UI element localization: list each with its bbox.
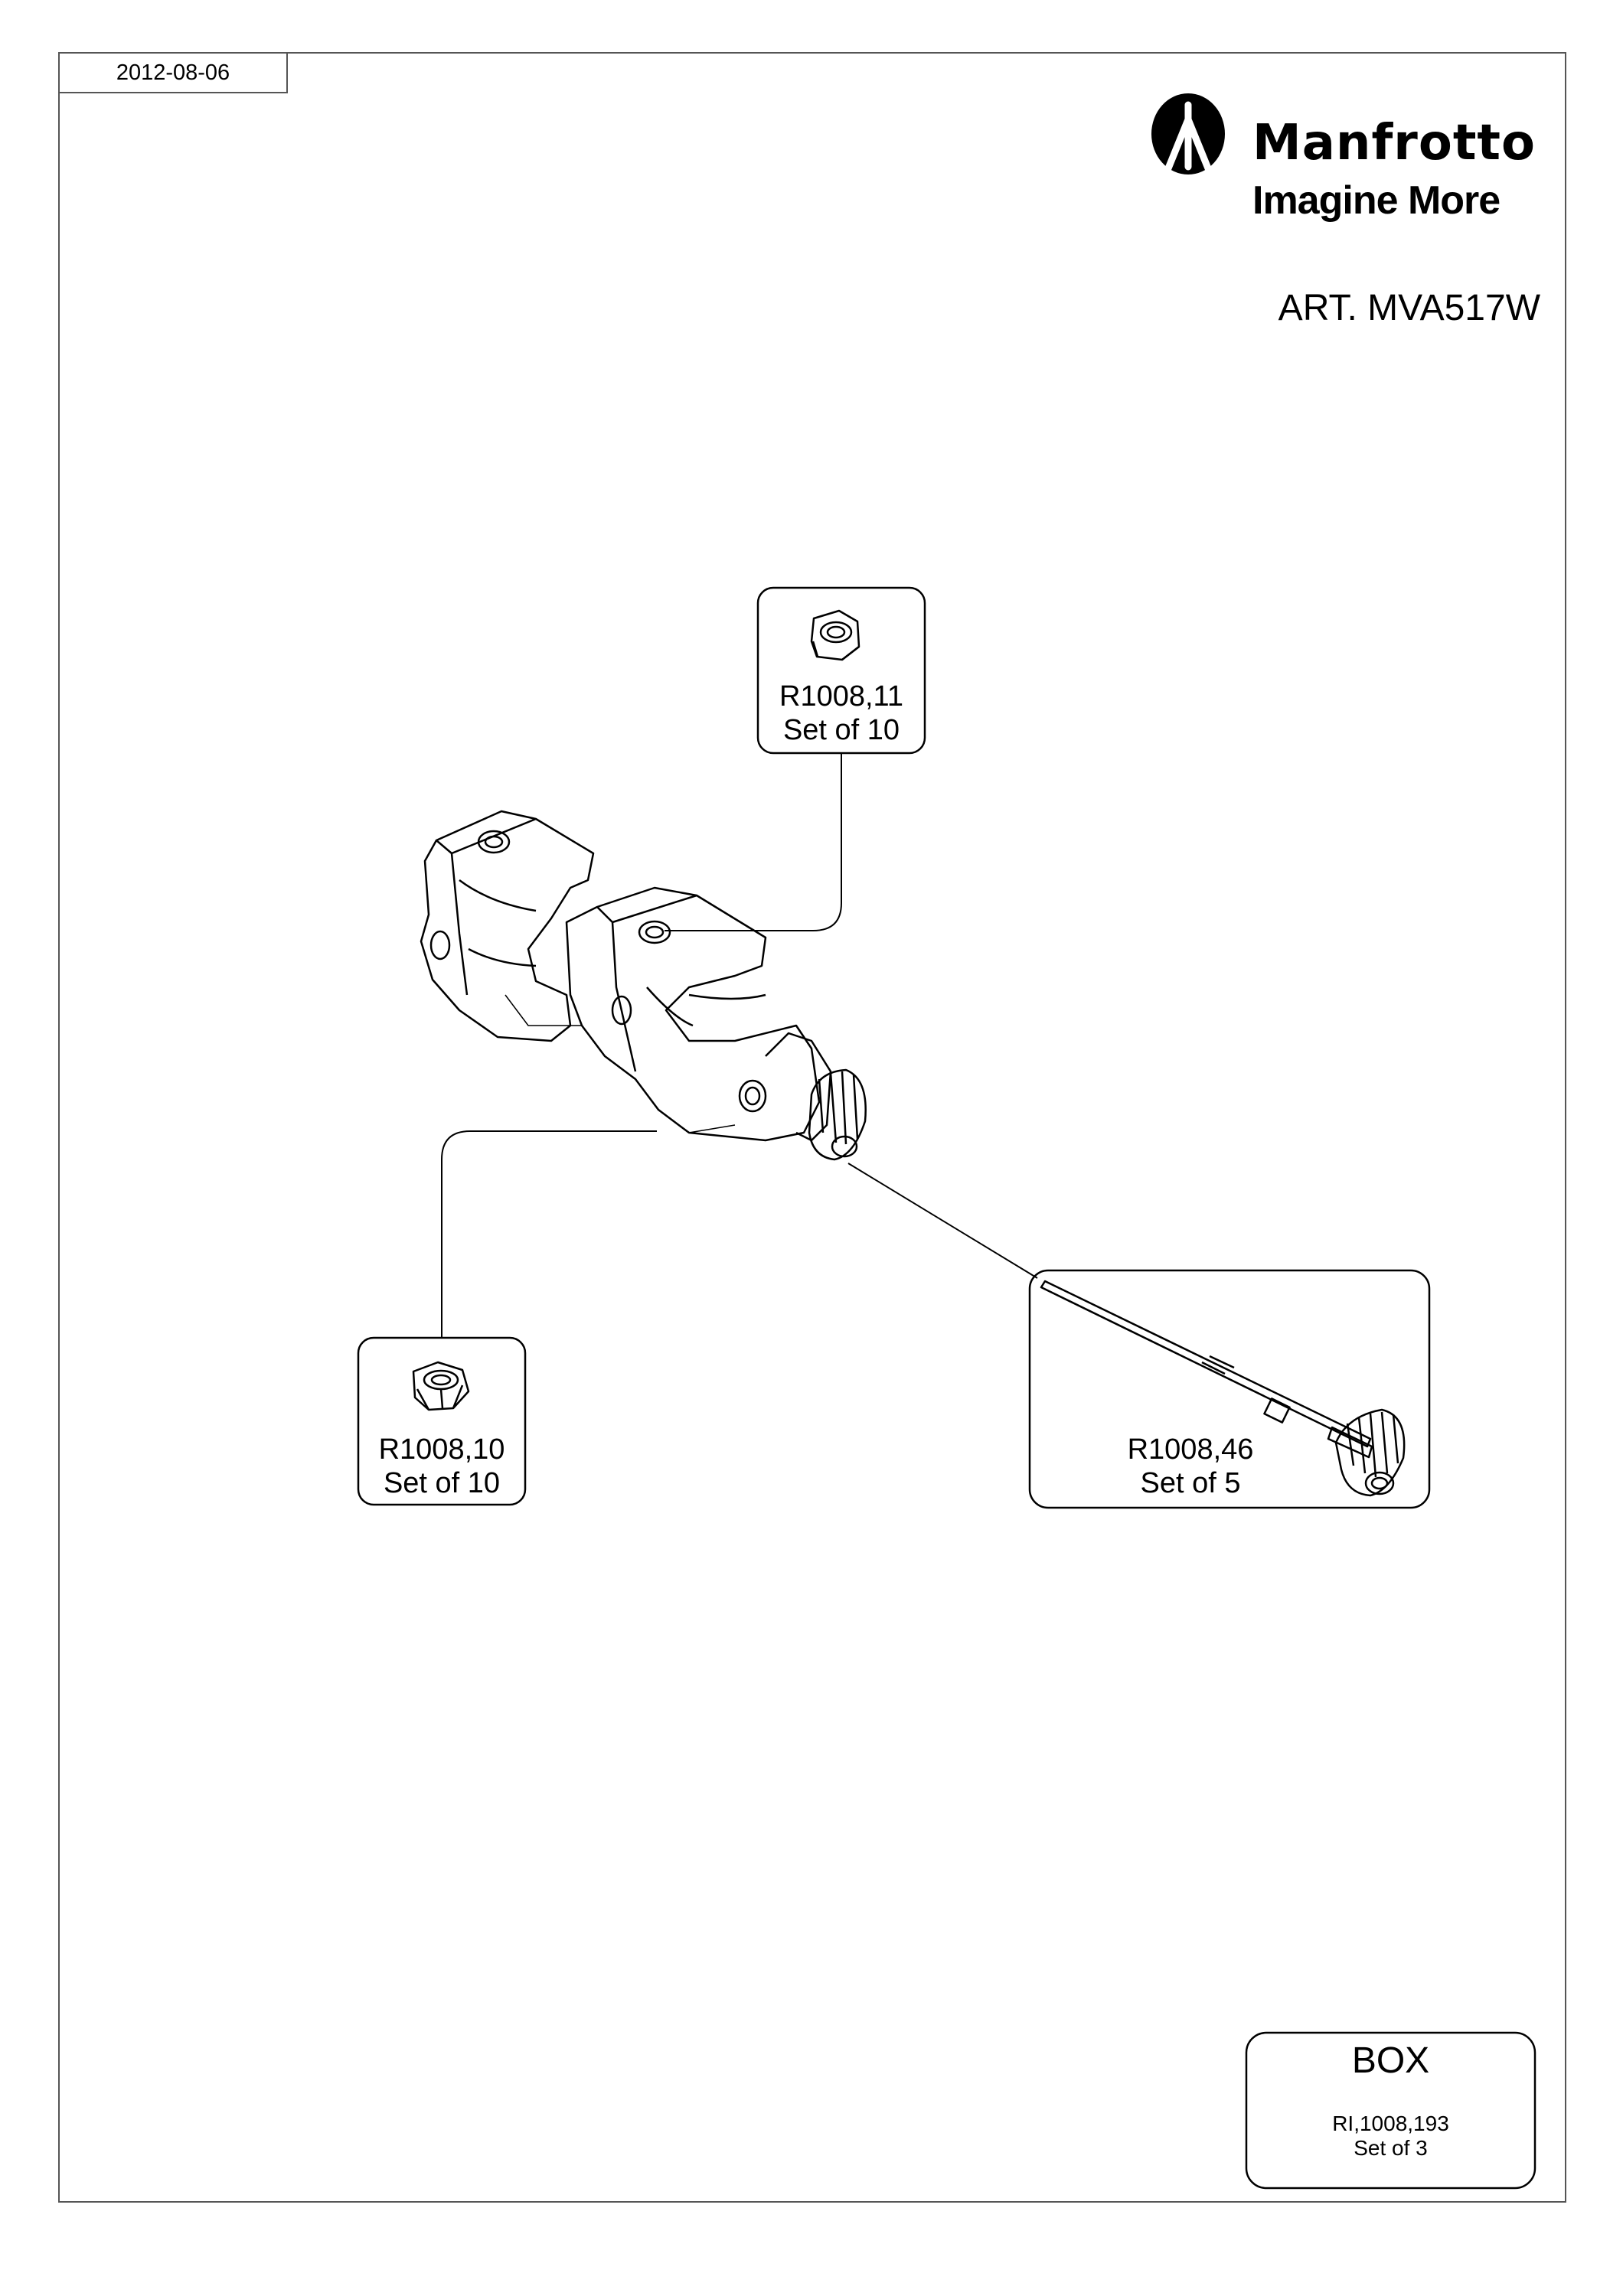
part-code: R1008,46 bbox=[1127, 1433, 1254, 1466]
brand-name: Manfrotto bbox=[1252, 115, 1536, 171]
part-qty: Set of 10 bbox=[782, 714, 900, 746]
part-qty: Set of 5 bbox=[1140, 1467, 1241, 1499]
box-part-qty: Set of 3 bbox=[1354, 2136, 1428, 2160]
leader-line-r1008-46 bbox=[847, 1163, 1038, 1279]
box-title: BOX bbox=[1351, 2040, 1430, 2081]
callout-r1008-11: R1008,11 Set of 10 bbox=[758, 680, 925, 747]
part-code: R1008,10 bbox=[378, 1433, 505, 1466]
knob-screw-icon bbox=[1040, 1280, 1406, 1497]
box-code: RI,1008,193 Set of 3 bbox=[1246, 2112, 1535, 2161]
drawing-frame bbox=[58, 52, 1566, 2203]
leader-line-r1008-11 bbox=[665, 753, 842, 931]
part-qty: Set of 10 bbox=[383, 1467, 501, 1499]
brand-tagline: Imagine More bbox=[1252, 178, 1501, 223]
date-stamp: 2012-08-06 bbox=[58, 52, 288, 93]
callout-box-box bbox=[1245, 2031, 1536, 2190]
leader-line-r1008-10 bbox=[441, 1130, 657, 1338]
lock-nut-icon bbox=[810, 609, 860, 661]
manfrotto-tripod-logo-icon bbox=[1151, 93, 1225, 174]
callout-box-r1008-46 bbox=[1028, 1269, 1431, 1509]
clamp-assembly bbox=[420, 810, 867, 1161]
callout-r1008-46: R1008,46 Set of 5 bbox=[1102, 1433, 1278, 1500]
hex-nut-icon bbox=[412, 1361, 470, 1411]
callout-r1008-10: R1008,10 Set of 10 bbox=[358, 1433, 525, 1500]
part-code: R1008,11 bbox=[779, 680, 903, 713]
box-part-code: RI,1008,193 bbox=[1332, 2112, 1449, 2135]
article-number: ART. MVA517W bbox=[1278, 288, 1540, 328]
